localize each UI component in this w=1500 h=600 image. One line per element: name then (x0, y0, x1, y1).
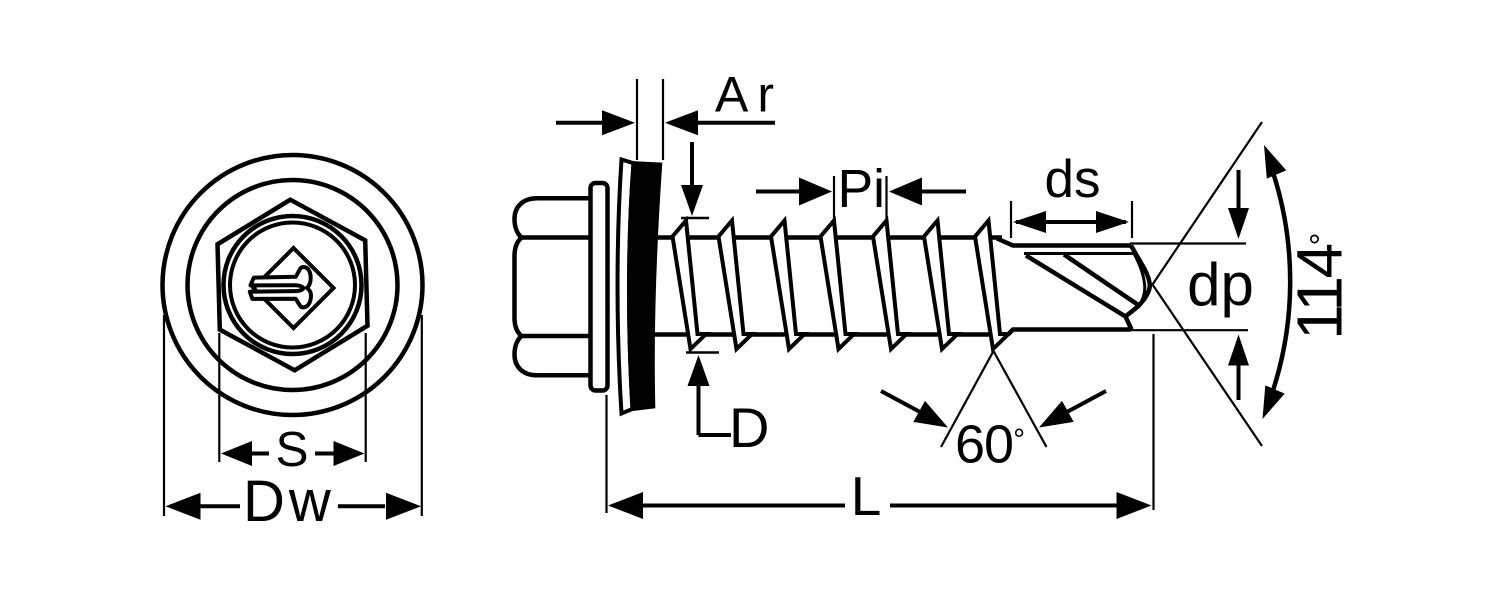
svg-text:ds: ds (1045, 150, 1101, 209)
svg-text:S: S (275, 422, 308, 477)
svg-text:dp: dp (1187, 251, 1254, 318)
svg-text:Dw: Dw (243, 469, 335, 534)
svg-text:Ar: Ar (715, 67, 783, 123)
svg-text:L: L (851, 465, 882, 527)
svg-text:D: D (729, 396, 769, 459)
svg-text:Pi: Pi (838, 160, 886, 219)
svg-text:114°: 114° (1284, 234, 1356, 340)
